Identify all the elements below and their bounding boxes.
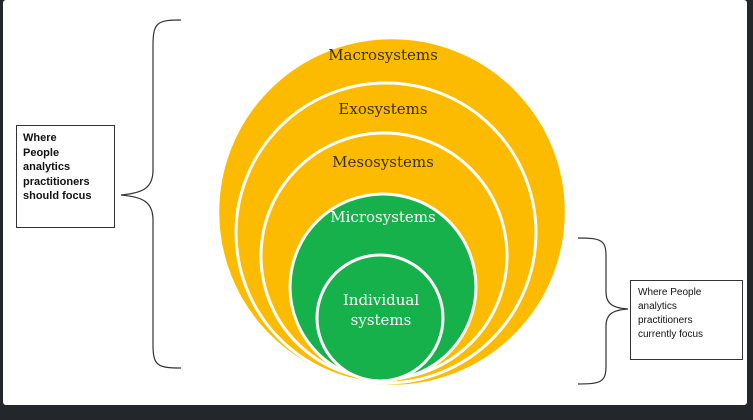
callout-should-focus: Where People analytics practitioners sho…: [16, 125, 115, 228]
callout-right-line: practitioners: [638, 315, 693, 326]
callout-left-line: practitioners: [23, 175, 90, 188]
left-curly-brace: [120, 19, 182, 369]
label-exosystems: Exosystems: [338, 100, 427, 118]
label-individual-line1: Individual: [343, 291, 419, 309]
callout-left-line: analytics: [23, 161, 71, 173]
label-mesosystems: Mesosystems: [332, 153, 434, 171]
callout-right-line: Where People: [638, 287, 702, 298]
callout-left-line: should focus: [23, 190, 92, 202]
callout-left-line: Where: [23, 132, 57, 144]
callout-right-line: analytics: [638, 301, 677, 312]
callout-left-line: People: [23, 146, 60, 159]
diagram-panel: Macrosystems Exosystems Mesosystems Micr…: [3, 0, 747, 405]
ecological-systems-diagram: Macrosystems Exosystems Mesosystems Micr…: [120, 19, 629, 388]
label-microsystems: Microsystems: [330, 208, 435, 226]
right-curly-brace: [577, 237, 629, 385]
ring-individual-systems: [315, 253, 445, 383]
callout-right-line: currently focus: [638, 329, 704, 340]
callout-currently-focus: Where People analytics practitioners cur…: [630, 280, 743, 360]
label-individual-line2: systems: [351, 311, 412, 329]
label-macrosystems: Macrosystems: [328, 46, 438, 64]
